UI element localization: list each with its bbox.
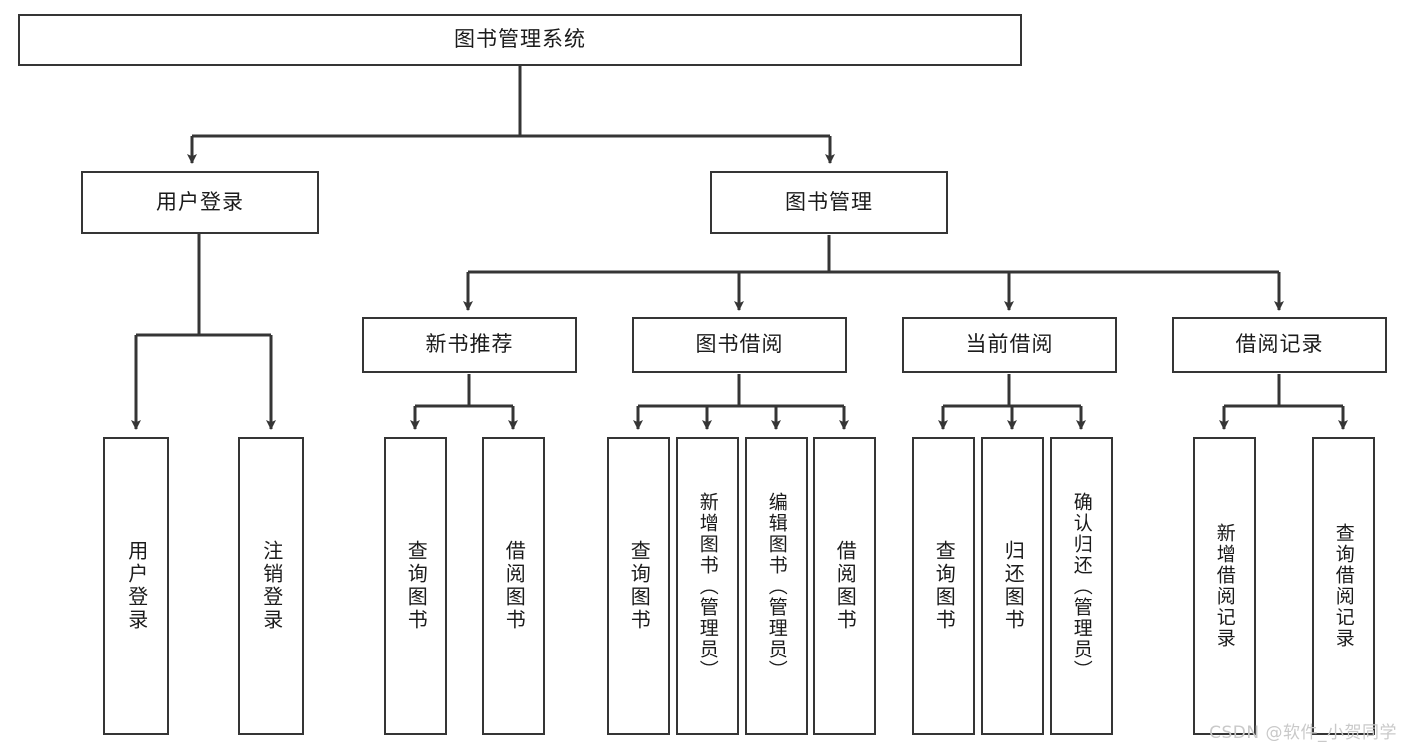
node-leaf-query-book-recommend[interactable]: 查询图书	[384, 437, 447, 735]
node-label: 查询图书	[932, 540, 957, 632]
node-borrow-record[interactable]: 借阅记录	[1172, 317, 1387, 373]
csdn-watermark: CSDN @软件_小贺同学	[1209, 723, 1397, 743]
node-label: 图书管理系统	[454, 27, 586, 52]
node-leaf-borrow-book-recommend[interactable]: 借阅图书	[482, 437, 545, 735]
node-leaf-query-borrow-record[interactable]: 查询借阅记录	[1312, 437, 1375, 735]
node-label: 当前借阅	[965, 332, 1054, 357]
node-leaf-query-book-borrow[interactable]: 查询图书	[607, 437, 670, 735]
node-label: 查询图书	[627, 540, 652, 632]
node-label: 编辑图书（管理员）	[765, 491, 788, 681]
node-label: 查询图书	[404, 540, 429, 632]
node-label: 归还图书	[1001, 540, 1026, 632]
node-label: 新增借阅记录	[1213, 523, 1236, 649]
node-book-borrow[interactable]: 图书借阅	[632, 317, 847, 373]
node-book-management[interactable]: 图书管理	[710, 171, 948, 234]
node-label: 借阅记录	[1235, 332, 1324, 357]
node-current-borrow[interactable]: 当前借阅	[902, 317, 1117, 373]
node-label: 图书借阅	[695, 332, 784, 357]
node-label: 新书推荐	[425, 332, 514, 357]
node-label: 注销登录	[259, 540, 284, 632]
node-label: 图书管理	[785, 189, 873, 214]
node-user-login[interactable]: 用户登录	[81, 171, 319, 234]
node-leaf-add-book-admin[interactable]: 新增图书（管理员）	[676, 437, 739, 735]
node-leaf-query-book-current[interactable]: 查询图书	[912, 437, 975, 735]
node-label: 新增图书（管理员）	[696, 491, 719, 681]
node-label: 借阅图书	[833, 540, 858, 632]
node-label: 用户登录	[124, 540, 149, 632]
node-root-book-management-system[interactable]: 图书管理系统	[18, 14, 1022, 66]
node-leaf-edit-book-admin[interactable]: 编辑图书（管理员）	[745, 437, 808, 735]
node-leaf-confirm-return-admin[interactable]: 确认归还（管理员）	[1050, 437, 1113, 735]
node-leaf-borrow-book[interactable]: 借阅图书	[813, 437, 876, 735]
node-leaf-user-logout[interactable]: 注销登录	[238, 437, 304, 735]
node-label: 借阅图书	[502, 540, 527, 632]
node-leaf-add-borrow-record[interactable]: 新增借阅记录	[1193, 437, 1256, 735]
node-label: 确认归还（管理员）	[1070, 491, 1093, 681]
node-leaf-user-login[interactable]: 用户登录	[103, 437, 169, 735]
node-new-book-recommend[interactable]: 新书推荐	[362, 317, 577, 373]
node-label: 查询借阅记录	[1332, 523, 1355, 649]
node-label: 用户登录	[156, 189, 244, 214]
node-leaf-return-book[interactable]: 归还图书	[981, 437, 1044, 735]
